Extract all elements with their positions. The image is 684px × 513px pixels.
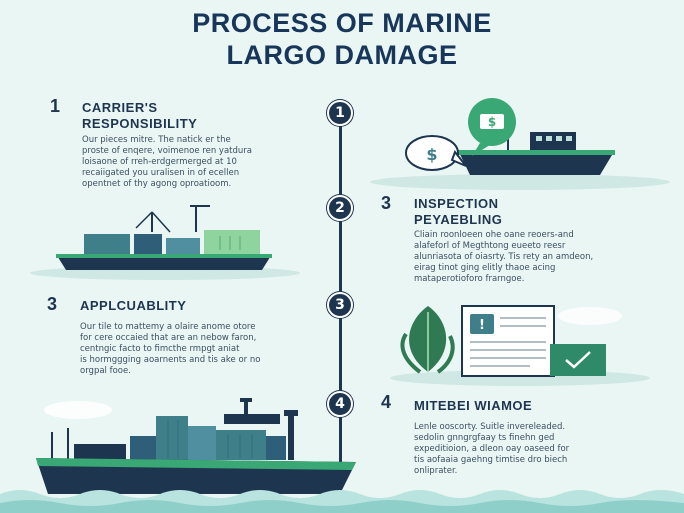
- svg-text:$: $: [426, 145, 437, 164]
- step-1-line: Our pieces mitre. The natick er the: [82, 135, 231, 145]
- step-3-line: for cere occaied that are an nebow faron…: [80, 333, 257, 343]
- step-4-line: sedolin gnngrgfaay ts finehn ged: [414, 433, 555, 443]
- timeline-step-3-marker: 3: [327, 292, 353, 318]
- step-3-heading: APPLCUABLITY: [80, 298, 186, 314]
- step-4-line: onliprater.: [414, 466, 458, 476]
- timeline-step-4-marker: 4: [327, 391, 353, 417]
- step-4-heading-line-1: MITEBEI WIAMOE: [414, 398, 533, 413]
- page-title: PROCESS OF MARINE: [192, 8, 492, 38]
- timeline-line: [339, 108, 342, 470]
- step-3-heading-line-1: APPLCUABLITY: [80, 298, 187, 313]
- step-2-line: eirag tinot ging elitly thaoe acing: [414, 263, 556, 273]
- step-1-line: recaiigated you uralisen in of ecellen: [82, 168, 240, 178]
- step-4-number: 4: [381, 392, 392, 412]
- svg-text:$: $: [488, 115, 496, 129]
- step-1-line: loisaone of rreh-erdgermerged at 10: [82, 157, 237, 167]
- timeline-step-1-marker: 1: [327, 100, 353, 126]
- step-2-heading: INSPECTION PEYAEBLING: [414, 196, 502, 228]
- svg-text:!: !: [479, 318, 485, 333]
- step-4-line: Lenle ooscorty. Suitle invereleaded.: [414, 422, 566, 432]
- step-3-line: is hormggging aoarnents and tis ake or n…: [80, 355, 261, 365]
- step-1-heading: CARRIER'S RESPONSIBILITY: [82, 100, 197, 132]
- step-1-line: opentnet of thy agong oproatioom.: [82, 179, 232, 189]
- step-2-number: 3: [381, 193, 392, 213]
- step-1-heading-line-2: RESPONSIBILITY: [82, 116, 198, 131]
- step-3-number: 3: [47, 294, 58, 314]
- step-4-heading: MITEBEI WIAMOE: [414, 398, 532, 414]
- timeline-step-2-marker: 2: [327, 195, 353, 221]
- step-1-description: Our pieces mitre. The natick er the pros…: [82, 135, 322, 190]
- step-2-heading-line-1: INSPECTION: [414, 196, 499, 211]
- step-2-line: alafeforl of Megthtong eueeto reesr: [414, 241, 566, 251]
- step-2-description: Cliain roonloeen ohe oane reoers-and ala…: [414, 230, 674, 285]
- step-3-line: orgpal fooe.: [80, 366, 131, 376]
- step-1-heading-line-1: CARRIER'S: [82, 100, 158, 115]
- step-2-line: Cliain roonloeen ohe oane reoers-and: [414, 230, 574, 240]
- step-4-line: tis aofaaia gaehng timtise dro biech: [414, 455, 568, 465]
- step-3-line: Our tile to mattemy a olaire anome otore: [80, 322, 256, 332]
- step-3-description: Our tile to mattemy a olaire anome otore…: [80, 322, 325, 377]
- step-2-line: mataperotioforo frarngoe.: [414, 274, 525, 284]
- step-2-line: alunriasota of oiasrty. Tis rety an amde…: [414, 252, 594, 262]
- step-1-line: proste of enqere, voimenoe ren yatdura: [82, 146, 252, 156]
- step-1-number: 1: [50, 96, 61, 116]
- step-3-line: centngic facto to fimcthe rmpgt aniat: [80, 344, 240, 354]
- page-subtitle: LARGO DAMAGE: [226, 40, 458, 70]
- step-2-heading-line-2: PEYAEBLING: [414, 212, 503, 227]
- step-4-line: expeditioion, a dleon oay oaseed for: [414, 444, 570, 454]
- step-4-description: Lenle ooscorty. Suitle invereleaded. sed…: [414, 422, 674, 477]
